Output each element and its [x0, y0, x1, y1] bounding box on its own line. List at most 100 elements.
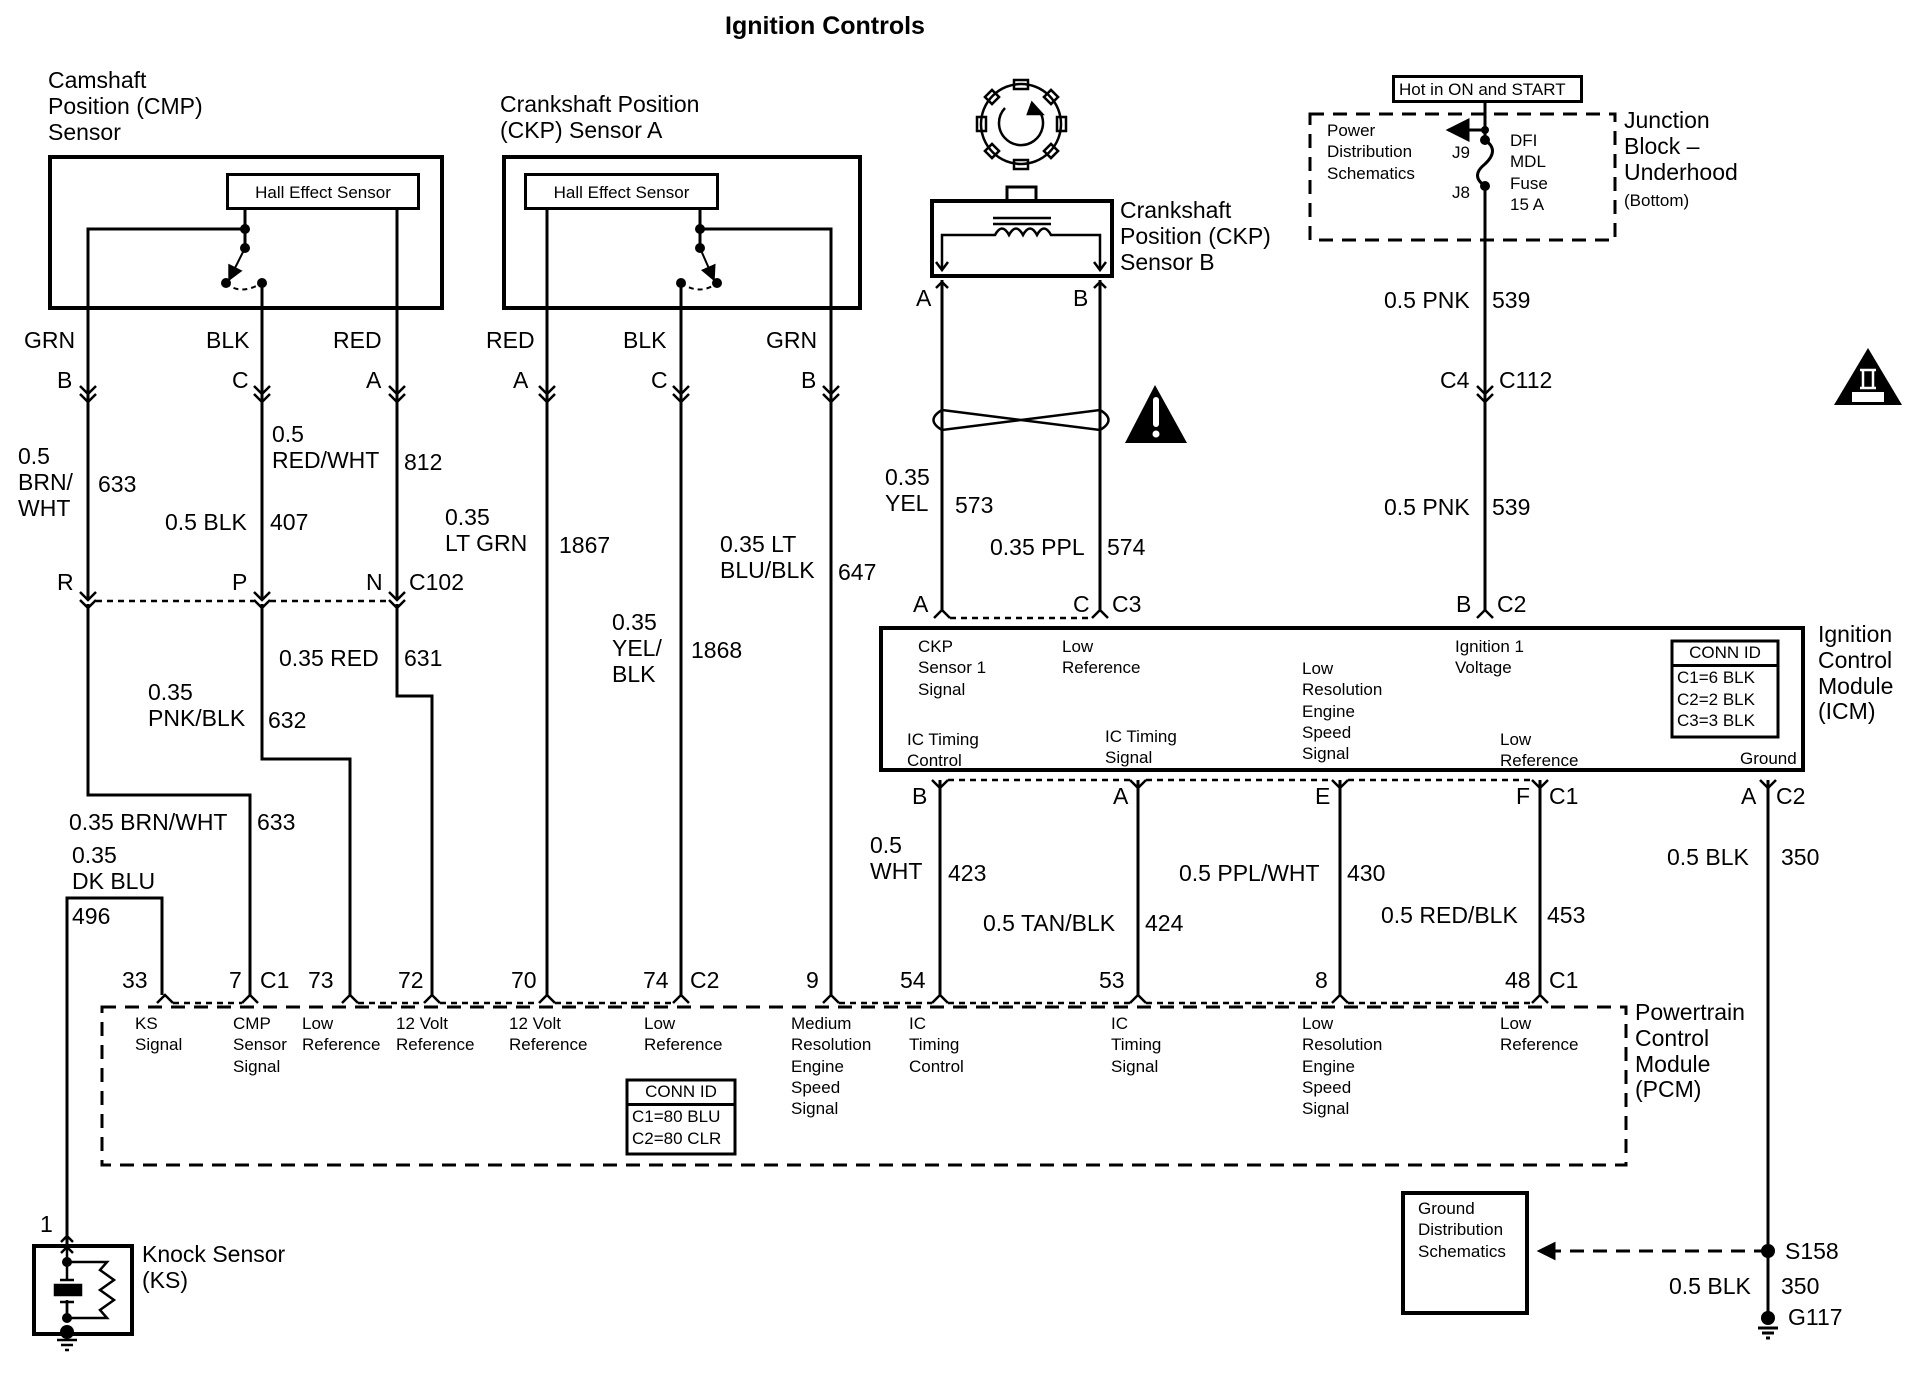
icm-c3-pin-a: A: [913, 591, 929, 617]
pcm-c1-b-id: C1: [1549, 967, 1579, 993]
cmp-pin-b: B: [57, 367, 73, 393]
icm-label-ckp-sensor-signal: CKP Sensor 1 Signal: [918, 637, 987, 699]
knock-sensor-box: [32, 1244, 134, 1336]
pcm-pin-54: 54: [900, 967, 926, 993]
junction-block-sub-label: (Bottom): [1624, 191, 1690, 210]
pcm-label-cmp-sensor-signal: CMP Sensor Signal: [233, 1014, 287, 1076]
icm-label-ic-timing-signal: IC Timing Signal: [1105, 727, 1177, 768]
cmp-pin-a: A: [366, 367, 382, 393]
fuse-pin-j9: J9: [1452, 143, 1470, 162]
pcm-label-ks-signal: KS Signal: [135, 1014, 183, 1055]
cmp-switch-arm: [228, 247, 246, 282]
circuit-539-lower-spec: 0.5 PNK: [1384, 494, 1470, 520]
circuit-539-upper-spec: 0.5 PNK: [1384, 287, 1470, 313]
c102-connector-id: C102: [409, 569, 464, 595]
ckp-a-switch-arm: [699, 247, 716, 282]
circuit-1867-spec: 0.35 LT GRN: [445, 504, 528, 556]
pcm-label-ic-timing-control: IC Timing Control: [909, 1014, 964, 1076]
icm-conn-id-row: C3=3 BLK: [1677, 710, 1755, 730]
ground-distribution-link[interactable]: Ground Distribution Schematics: [1418, 1199, 1506, 1261]
pcm-c2-id: C2: [690, 967, 720, 993]
junction-block-box: [1308, 112, 1617, 242]
ckp-a-wire-color-grn: GRN: [766, 327, 818, 353]
ckp-b-sensor-box: [930, 199, 1114, 278]
wire-631: [395, 604, 434, 995]
icm-box: [879, 626, 1805, 772]
circuit-430-spec: 0.5 PPL/WHT: [1179, 860, 1320, 886]
ckp-a-wire-color-blk: BLK: [623, 327, 667, 353]
circuit-430-number: 430: [1347, 860, 1386, 886]
pcm-c1-a-id: C1: [260, 967, 290, 993]
wire-496: [65, 896, 164, 1245]
icm-c1-pin-b: B: [912, 783, 928, 809]
icm-c3-connector: [933, 608, 1109, 620]
ckp-b-pin-a: A: [916, 285, 932, 311]
icm-c1-connector: [931, 778, 1777, 790]
knock-sensor-pin: 1: [40, 1211, 53, 1237]
circuit-350-upper-spec: 0.5 BLK: [1667, 844, 1749, 870]
wire-632: [260, 604, 352, 995]
cmp-wire-color-grn: GRN: [24, 327, 76, 353]
pcm-pin-53: 53: [1099, 967, 1125, 993]
circuit-496-spec: 0.35 DK BLU: [72, 842, 156, 894]
pcm-conn-id-header: CONN ID: [627, 1080, 735, 1107]
circuit-1868-spec: 0.35 YEL/ BLK: [612, 609, 662, 687]
fuse-symbol: [1476, 138, 1494, 188]
power-distribution-link[interactable]: Power Distribution Schematics: [1327, 121, 1415, 183]
ckp-b-connector: [935, 280, 1107, 289]
cmp-switch-arc: [225, 282, 263, 291]
ckp-b-pin-b: B: [1073, 285, 1089, 311]
icm-label-low-reference-bottom: Low Reference: [1500, 730, 1579, 771]
icm-c2-bottom-pin-a: A: [1741, 783, 1757, 809]
circuit-573-spec: 0.35 YEL: [885, 464, 930, 516]
icm-label: Ignition Control Module (ICM): [1818, 621, 1894, 725]
circuit-631-spec: 0.35 RED: [279, 645, 379, 671]
ground-distribution-box: [1401, 1191, 1529, 1315]
c102-pin-n: N: [366, 569, 383, 595]
pcm-conn-id: CONN ID C1=80 BLU C2=80 CLR: [627, 1080, 735, 1149]
pcm-conn-id-box: [625, 1078, 737, 1156]
pcm-label: Powertrain Control Module (PCM): [1635, 999, 1745, 1103]
circuit-632-spec: 0.35 PNK/BLK: [148, 679, 246, 731]
wire-633-lower: [86, 604, 252, 995]
cmp-wire-color-red: RED: [333, 327, 382, 353]
icm-c2-top-connector: [1476, 608, 1494, 619]
ckp-a-pin-b: B: [801, 367, 817, 393]
pcm-label-low-reference-3: Low Reference: [1500, 1014, 1579, 1055]
circuit-647-number: 647: [838, 559, 877, 585]
ckp-b-label: Crankshaft Position (CKP) Sensor B: [1120, 197, 1271, 275]
ground-g117-dot: [1761, 1311, 1775, 1325]
diagram-title: Ignition Controls: [725, 12, 925, 40]
pcm-pin-73: 73: [308, 967, 334, 993]
pcm-label-low-reference-1: Low Reference: [302, 1014, 381, 1055]
pcm-connector-marks: [156, 993, 1549, 1005]
circuit-812-number: 812: [404, 449, 443, 475]
icm-c1-pin-f: F: [1516, 783, 1531, 809]
icm-label-low-reference-top: Low Reference: [1062, 637, 1141, 678]
c112-connector-id: C112: [1499, 367, 1553, 393]
icm-conn-id-row: C1=6 BLK: [1677, 668, 1755, 688]
circuit-350-lower-number: 350: [1781, 1273, 1820, 1299]
cmp-hall-effect-box: Hall Effect Sensor: [226, 173, 420, 210]
ckp-a-pin-c: C: [651, 367, 668, 393]
pcm-pin-72: 72: [398, 967, 424, 993]
pcm-conn-id-row: C1=80 BLU: [632, 1107, 721, 1127]
cmp-wire-color-blk: BLK: [206, 327, 250, 353]
ckp-a-hall-effect-label: Hall Effect Sensor: [553, 183, 690, 202]
crank-reluctor-wheel: [975, 78, 1068, 171]
circuit-573-number: 573: [955, 492, 994, 518]
cmp-sensor-box: [48, 155, 444, 310]
circuit-633-upper-spec: 0.5 BRN/ WHT: [18, 443, 73, 521]
ground-g117-label: G117: [1788, 1304, 1843, 1330]
icm-c1-connector-id: C1: [1549, 783, 1579, 809]
icm-conn-id-box: [1670, 639, 1780, 739]
twisted-pair-symbol: [932, 408, 1110, 432]
circuit-574-number: 574: [1107, 534, 1146, 560]
ground-g117-symbol: [1758, 1326, 1778, 1340]
pcm-label-12v-reference-1: 12 Volt Reference: [396, 1014, 475, 1055]
circuit-1868-number: 1868: [691, 637, 743, 663]
circuit-631-number: 631: [404, 645, 443, 671]
circuit-350-lower-spec: 0.5 BLK: [1669, 1273, 1751, 1299]
junction-block-label: Junction Block – Underhood: [1624, 107, 1738, 185]
